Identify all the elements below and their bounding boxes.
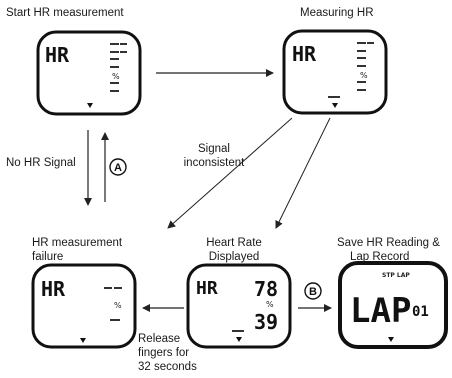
watch-start: HR % [36,30,142,116]
watch-start-main-text: HR [45,43,70,67]
label-failure-line2: failure [32,251,64,263]
watch-save-main-text: LAP [350,291,411,331]
marker-b-text: B [309,286,317,298]
watch-save-down-marker [388,337,394,342]
watch-displayed-value-top: 78 [254,277,278,301]
label-signal-inconsistent-line2: inconsistent [183,157,245,169]
watch-start-down-marker [87,103,93,108]
marker-a-text: A [114,162,122,174]
watch-displayed-down-marker [236,337,242,342]
watch-failure-dashes [104,287,122,321]
watch-displayed-dash [232,330,244,332]
watch-measuring-dashes [328,42,374,98]
label-start-hr-measurement: Start HR measurement [6,7,124,19]
label-release-line3: 32 seconds [138,361,197,373]
watch-displayed-percent: % [266,300,274,309]
watch-save-lap-number: 01 [412,304,429,320]
label-release-line2: fingers for [138,347,190,359]
label-no-hr-signal: No HR Signal [6,157,76,169]
arrow-measuring-to-failure [167,117,293,229]
watch-failure: HR % [31,263,137,349]
label-save-line1: Save HR Reading & [337,237,440,249]
arrow-measuring-to-displayed [275,117,331,229]
watch-measuring-percent: % [360,71,368,80]
label-heart-rate-line2: Displayed [208,251,260,263]
marker-a: A [109,158,127,176]
watch-displayed-value-bottom: 39 [254,310,278,334]
watch-measuring-main-text: HR [292,42,317,66]
watch-failure-percent: % [114,301,122,310]
watch-start-dashes [110,43,127,92]
watch-displayed-main-text: HR [196,278,218,299]
label-measuring-hr: Measuring HR [300,7,374,19]
watch-measuring-down-marker [332,103,338,108]
watch-measuring: HR % [282,29,388,115]
watch-save-header: STP LAP [382,272,410,279]
label-save-line2: Lap Record [350,251,410,263]
marker-b: B [304,282,322,300]
label-signal-inconsistent-line1: Signal [198,143,230,155]
watch-start-percent: % [112,72,120,81]
label-failure-line1: HR measurement [32,237,123,249]
watch-save: STP LAP LAP 01 [338,261,448,349]
label-release-line1: Release [138,333,181,345]
watch-failure-main-text: HR [41,277,66,301]
watch-failure-down-marker [80,338,86,343]
label-heart-rate-line1: Heart Rate [206,237,262,249]
watch-displayed: HR 78 % 39 [186,263,292,349]
